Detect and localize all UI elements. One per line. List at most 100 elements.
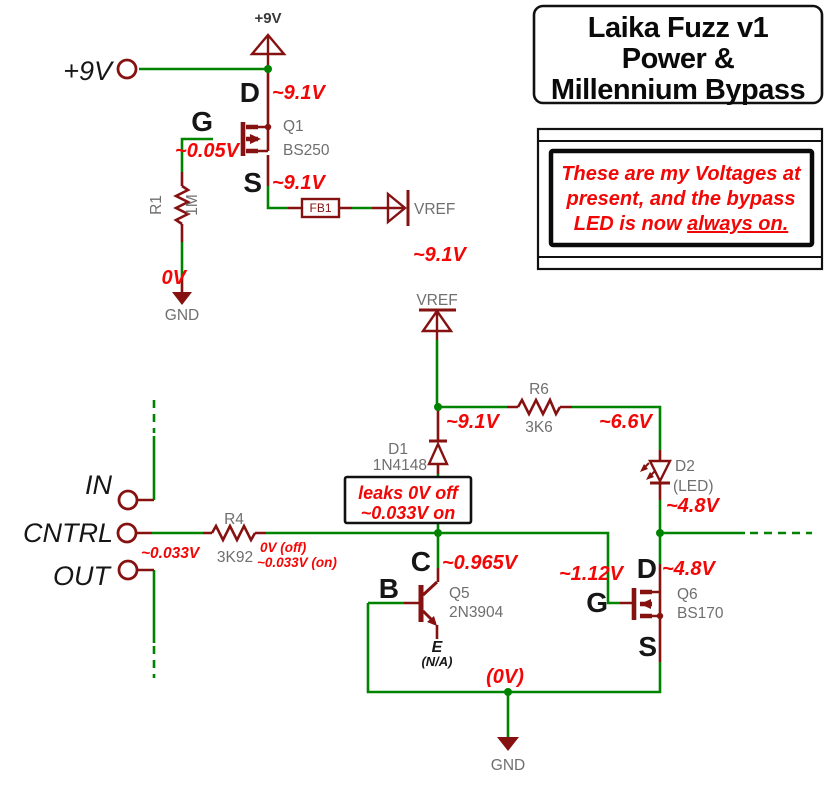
- title-line1: Laika Fuzz v1: [588, 12, 769, 44]
- leak-note-line2: ~0.033V on: [361, 503, 456, 523]
- note-box-inner: [548, 148, 815, 248]
- q6-pin-g-label: G: [586, 587, 608, 618]
- gnd1-label: GND: [165, 307, 199, 324]
- pin-stubs: [137, 71, 662, 662]
- q6-ref-label: Q6: [677, 586, 698, 603]
- note-line3: LED is now always on.: [574, 213, 789, 235]
- ground-rail-voltage: (0V): [486, 666, 524, 688]
- title-box: [532, 4, 824, 105]
- title-line3: Millennium Bypass: [551, 74, 805, 106]
- gnd2-label: GND: [491, 757, 525, 774]
- q5-pin-c-label: C: [411, 546, 431, 577]
- q1-symbol: [240, 122, 272, 156]
- terminal-9v: [116, 58, 138, 80]
- vref-right-voltage: ~9.1V: [413, 244, 467, 266]
- q6-symbol: [631, 588, 664, 620]
- r4-symbol: [210, 523, 257, 543]
- d2-triangle: [648, 459, 672, 484]
- port-in-label: IN: [85, 470, 113, 500]
- terminal-out: [117, 559, 139, 581]
- d2-ref-label: D2: [675, 458, 695, 475]
- junction-dot: [264, 65, 272, 73]
- r1-value-label: 1M: [184, 194, 201, 216]
- junction-dot: [656, 529, 664, 537]
- q1-drain-dot: [264, 123, 272, 131]
- note-box-bands: [538, 140, 822, 258]
- q6-gate-bar: [631, 588, 652, 620]
- q5-e-note-label: (N/A): [421, 654, 452, 669]
- battery-label: +9V: [63, 56, 115, 86]
- wires-dashed: [152, 400, 812, 678]
- q6-voltage-gate: ~1.12V: [559, 563, 625, 585]
- gnd-symbol-1: [172, 292, 192, 305]
- d1-ref-label: D1: [388, 441, 408, 458]
- q1-value-label: BS250: [283, 142, 330, 159]
- title-line2: Power &: [622, 43, 735, 75]
- leak-note-box: [343, 475, 473, 525]
- q5-value-label: 2N3904: [449, 604, 504, 621]
- q5-ref-label: Q5: [449, 585, 470, 602]
- fb1-body: [300, 197, 341, 219]
- vref-flag-right: [372, 190, 410, 226]
- q1-pin-g-label: G: [191, 106, 213, 137]
- q6-source-dot: [656, 612, 664, 620]
- terminal-in: [117, 489, 139, 511]
- q1-voltage-drain: ~9.1V: [272, 82, 326, 104]
- q1-pin-s-label: S: [243, 167, 262, 198]
- q1-voltage-gate: ~0.05V: [175, 140, 241, 162]
- r4-ref-label: R4: [224, 511, 244, 528]
- vref-right-label: VREF: [414, 201, 455, 218]
- q6-voltage-drain: ~4.8V: [662, 558, 716, 580]
- q5-pin-b-label: B: [379, 573, 399, 604]
- r1-voltage-bottom: 0V: [162, 267, 188, 289]
- r6-symbol: [516, 396, 562, 417]
- port-cntrl-label: CNTRL: [23, 518, 113, 548]
- r1-symbol: [173, 184, 191, 226]
- q1-gate-bar: [240, 122, 258, 156]
- r1-ref-label: R1: [148, 195, 165, 215]
- vref-right-triangle: [372, 191, 407, 225]
- vref-flag-mid: [419, 308, 456, 340]
- cntrl-voltage: ~0.033V: [141, 545, 201, 562]
- r4-annotation-off: 0V (off): [260, 540, 307, 555]
- q1-arrow: [250, 134, 261, 144]
- d2-value-label: (LED): [673, 478, 713, 495]
- q6-pin-s-label: S: [638, 631, 657, 662]
- r6-value-label: 3K6: [525, 419, 553, 436]
- q5-collector-line: [421, 580, 439, 597]
- q1-voltage-source: ~9.1V: [272, 172, 326, 194]
- d1-symbol: [427, 439, 449, 466]
- r6-ref-label: R6: [529, 381, 549, 398]
- gnd-symbol-2: [497, 737, 519, 751]
- note-box: These are my Voltages at present, and th…: [536, 127, 824, 271]
- led-arrows: [640, 462, 656, 480]
- led-arrow-head-1: [640, 464, 648, 472]
- q6-value-label: BS170: [677, 605, 724, 622]
- terminal-cntrl: [116, 522, 138, 544]
- note-line3-underline: always on.: [687, 213, 788, 235]
- vref-mid-triangle: [420, 308, 454, 340]
- junction-dot: [434, 529, 442, 537]
- fb1-label: FB1: [309, 201, 331, 215]
- q1-ref-label: Q1: [283, 118, 304, 135]
- q5-emitter-arrow: [427, 616, 437, 626]
- junction-dot: [434, 403, 442, 411]
- vref-mid-label: VREF: [416, 292, 457, 309]
- leak-note-line1: leaks 0V off: [358, 483, 460, 503]
- r4-annotation-on: ~0.033V (on): [257, 555, 337, 570]
- note-line3-prefix: LED is now: [574, 213, 687, 235]
- power-flag-9v: [249, 33, 287, 69]
- q5-pin-e-label: E: [432, 639, 444, 656]
- r6-voltage-right: ~6.6V: [599, 411, 653, 433]
- vref-node-voltage: ~9.1V: [446, 411, 500, 433]
- r4-value-label: 3K92: [217, 549, 253, 566]
- q5-symbol: [418, 580, 439, 626]
- note-line1: These are my Voltages at: [561, 163, 802, 185]
- q6-channel: [652, 590, 662, 618]
- q5-voltage-collector: ~0.965V: [442, 552, 519, 574]
- d2-symbol: [640, 459, 672, 485]
- d1-triangle: [427, 441, 449, 466]
- rail-flag-label: +9V: [254, 10, 281, 27]
